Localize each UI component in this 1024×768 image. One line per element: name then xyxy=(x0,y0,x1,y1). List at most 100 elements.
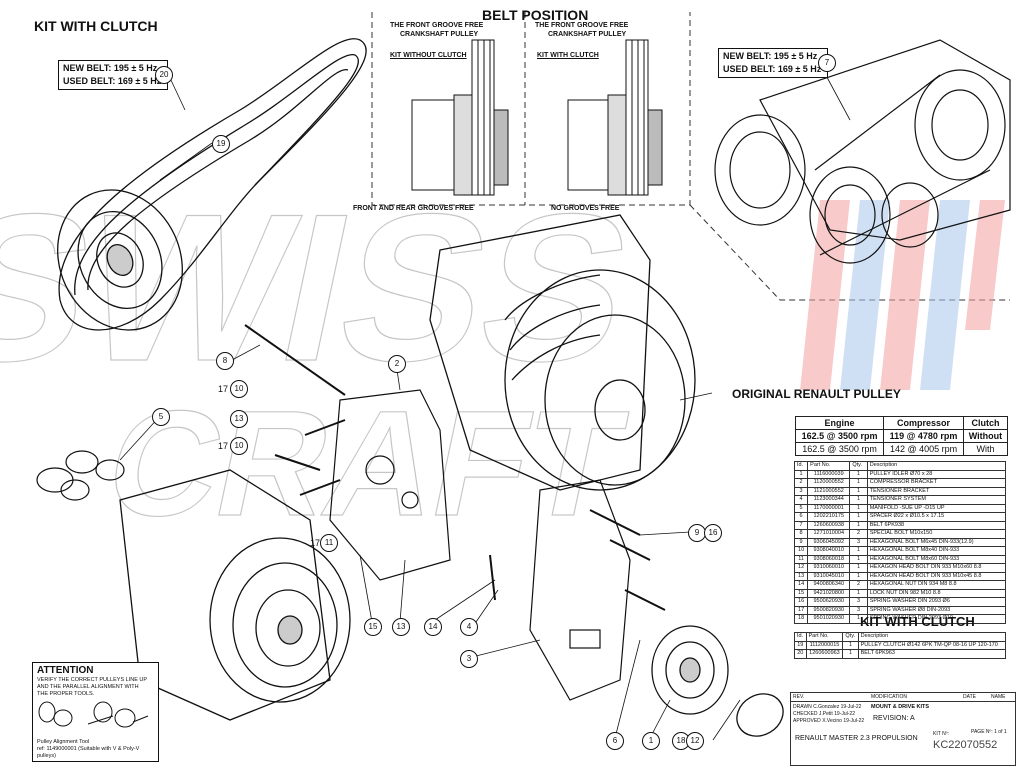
belt-position-heading: BELT POSITION xyxy=(482,7,589,23)
frequency-spec-table: Engine Compressor Clutch 162.5 @ 3500 rp… xyxy=(794,416,1009,456)
table-cell: 2 xyxy=(793,478,809,488)
front-groove-free-label: THE FRONT GROOVE FREE xyxy=(390,22,484,29)
modification-label: MODIFICATION xyxy=(871,694,908,700)
table-cell: 9308060018 xyxy=(807,554,851,564)
table-cell: 11 xyxy=(793,554,809,564)
table-cell: 2 xyxy=(849,580,868,590)
table-cell: 1 xyxy=(849,554,868,564)
spec-header-compressor: Compressor xyxy=(883,416,964,430)
front-groove-free-label: THE FRONT GROOVE FREE xyxy=(535,22,629,29)
callout: 10 xyxy=(230,437,248,455)
approved-date: 19-Jul-22 xyxy=(843,718,865,724)
table-cell: 9501020930 xyxy=(807,614,851,624)
table-cell: 1 xyxy=(849,495,868,505)
parts-header-qty: Qty. xyxy=(849,461,868,471)
compressor xyxy=(119,469,351,721)
table-cell: 1260600963 xyxy=(805,649,844,659)
table-cell: 2 xyxy=(849,529,868,539)
table-cell: 9310060010 xyxy=(807,563,851,573)
belt-spec-left: NEW BELT: 195 ± 5 Hz USED BELT: 169 ± 5 … xyxy=(58,60,168,90)
project-name: RENAULT MASTER 2.3 PROPULSION xyxy=(795,735,918,742)
table-cell: 5 xyxy=(793,503,809,513)
drawn-date: 19-Jul-22 xyxy=(840,704,862,710)
table-cell: 1 xyxy=(849,614,868,624)
kit-with-clutch-label: KIT WITH CLUTCH xyxy=(537,52,599,59)
rev-label: REV. xyxy=(793,694,805,700)
callout: 8 xyxy=(216,352,234,370)
table-cell: BELT 6PK938 xyxy=(866,520,1007,530)
drawn-by: C.Gonzalez xyxy=(813,704,840,710)
table-cell: 1170000001 xyxy=(807,503,851,513)
alignment-tool-ref: ref: 1149000001 (Suitable with V & Poly-… xyxy=(37,746,140,759)
name-label: NAME xyxy=(991,694,1006,700)
used-belt-spec: USED BELT: 169 ± 5 Hz xyxy=(63,76,162,86)
approved-by: X.Vecino xyxy=(822,718,842,724)
watermark-stripes xyxy=(800,200,1005,390)
callout: 14 xyxy=(424,618,442,636)
table-cell: 12 xyxy=(793,563,809,573)
belt-position-sketch-without-clutch xyxy=(411,39,509,196)
kit-with-clutch-table-heading: KIT WITH CLUTCH xyxy=(860,614,975,629)
table-cell: HEXAGONAL NUT DIN 934 M8 8.8 xyxy=(866,580,1007,590)
manifold-part xyxy=(36,450,125,501)
callout: 12 xyxy=(686,732,704,750)
callout: 11 xyxy=(320,534,338,552)
callout: 19 xyxy=(212,135,230,153)
attention-title: ATTENTION xyxy=(37,665,94,676)
spec-cell: Without xyxy=(962,429,1009,443)
table-cell: 17 xyxy=(793,605,809,615)
table-cell: 8 xyxy=(793,529,809,539)
callout: 13 xyxy=(230,410,248,428)
attention-line: VERIFY THE CORRECT PULLEYS LINE UP xyxy=(37,677,148,683)
spec-header-engine: Engine xyxy=(794,416,885,430)
date-label: DATE xyxy=(963,694,976,700)
title-block: REV. MODIFICATION DATE NAME DRAWN C.Gonz… xyxy=(790,692,1016,766)
table-cell: 1112000015 xyxy=(805,640,844,650)
parts-header-qty: Qty. xyxy=(842,632,859,642)
table-cell: 15 xyxy=(793,588,809,598)
svg-text:SWISS: SWISS xyxy=(0,170,651,404)
table-cell: PULLEY IDLER Ø70 x 28 xyxy=(866,469,1007,479)
table-cell: 9310045010 xyxy=(807,571,851,581)
crankshaft-pulley-label: CRANKSHAFT PULLEY xyxy=(548,31,627,38)
table-cell: 3 xyxy=(849,537,868,547)
table-cell: 16 xyxy=(793,597,809,607)
svg-text:CRAFT: CRAFT xyxy=(94,381,638,548)
callout: 10 xyxy=(230,380,248,398)
table-cell: 1 xyxy=(849,588,868,598)
spec-header-clutch: Clutch xyxy=(962,416,1009,430)
table-cell: 1121000552 xyxy=(807,486,851,496)
kit-with-clutch-heading: KIT WITH CLUTCH xyxy=(34,18,158,34)
callout: 3 xyxy=(460,650,478,668)
table-cell: 20 xyxy=(794,649,807,659)
table-cell: 1 xyxy=(842,640,859,650)
front-and-rear-grooves-free-label: FRONT AND REAR GROOVES FREE xyxy=(353,205,474,212)
table-cell: 9 xyxy=(793,537,809,547)
callout: 13 xyxy=(392,618,410,636)
table-cell: 9421020800 xyxy=(807,588,851,598)
page-number: PAGE Nº: 1 of 1 xyxy=(971,729,1007,735)
table-cell: 1 xyxy=(849,486,868,496)
belt-and-clutch-pulley xyxy=(57,38,367,331)
callout-text: 17 xyxy=(218,384,229,394)
attention-box: ATTENTION VERIFY THE CORRECT PULLEYS LIN… xyxy=(32,662,159,762)
table-cell: COMPRESSOR BRACKET xyxy=(866,478,1007,488)
callout: 1 xyxy=(642,732,660,750)
spec-cell: 142 @ 4005 rpm xyxy=(883,442,964,456)
kit-number: KC22070552 xyxy=(933,739,998,751)
table-cell: 3 xyxy=(849,597,868,607)
checked-date: 19-Jul-22 xyxy=(834,711,855,717)
